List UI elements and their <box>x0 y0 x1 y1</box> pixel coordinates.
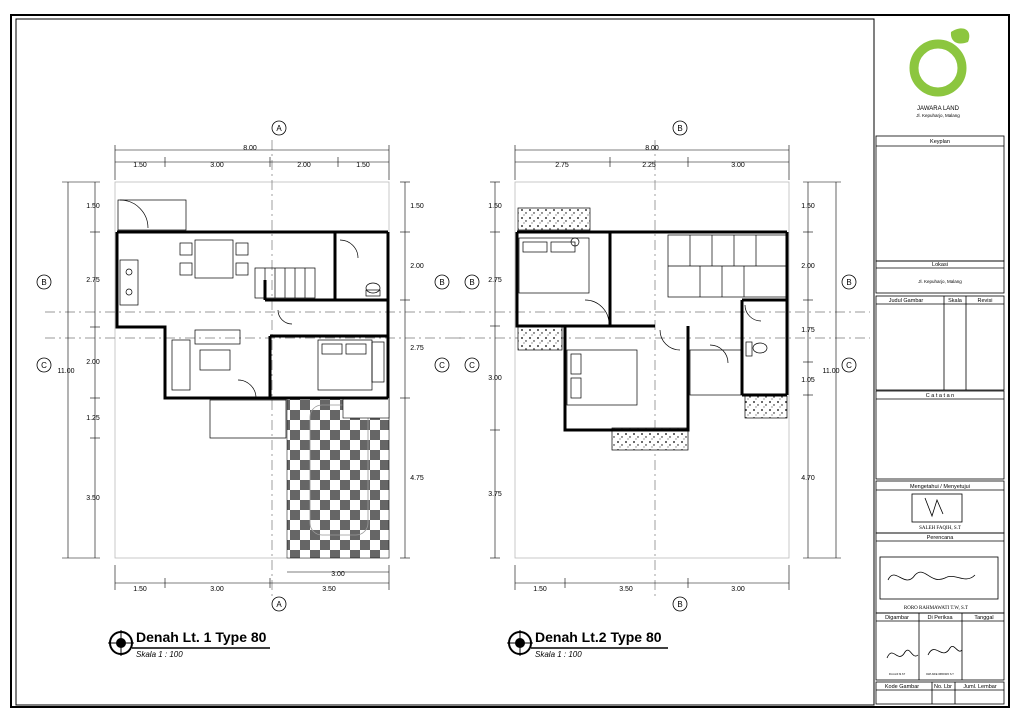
p1-dim-right-1: 1.50 <box>410 203 424 210</box>
planner-name: RORO RAHMAWATI T.W, S.T <box>904 606 968 611</box>
p2-dim-left-4: 3.75 <box>488 491 502 498</box>
lokasi-label: Lokasi <box>932 262 948 268</box>
plan-1-scale: Skala 1 : 100 <box>136 650 183 659</box>
checker-name: DWI ARIE WIBOWO S.T <box>926 673 954 676</box>
p2-section-c-left: C <box>469 361 475 370</box>
p2-dim-right-1: 1.50 <box>801 203 815 210</box>
company-address: Jl. Kepuharjo, Malang <box>916 113 960 118</box>
signatures <box>886 497 976 659</box>
p1-section-c-right: C <box>439 361 445 370</box>
revisi-label: Revisi <box>978 298 993 304</box>
company-logo <box>909 28 970 97</box>
p1-dim-carport: 3.00 <box>331 571 345 578</box>
p2-section-c-right: C <box>846 361 852 370</box>
plan-2-title: Denah Lt.2 Type 80 <box>535 629 662 645</box>
p2-dim-bottom-1: 1.50 <box>533 586 547 593</box>
catatan-label: C a t a t a n <box>926 393 954 399</box>
p2-dim-right-5: 4.70 <box>801 475 815 482</box>
p2-section-b-bottom: B <box>677 600 682 609</box>
p2-dim-right-2: 2.00 <box>801 263 815 270</box>
drawing-sheet-border <box>10 14 1010 708</box>
p1-dim-right-2: 2.00 <box>410 263 424 270</box>
title-symbols <box>108 630 668 656</box>
skala-label: Skala <box>948 298 963 304</box>
p1-dim-top-1: 1.50 <box>133 162 147 169</box>
mengetahui-label: Mengetahui / Menyetujui <box>910 484 970 490</box>
nolbr-label: No. Lbr <box>934 684 952 690</box>
approver-name: SALEH FAQIH, S.T <box>919 526 961 531</box>
p1-section-b-left: B <box>41 278 46 287</box>
plan-2-drawing <box>455 140 870 600</box>
p2-dim-top-2: 2.25 <box>642 162 656 169</box>
p1-dim-top-2: 3.00 <box>210 162 224 169</box>
p1-dim-left-5: 3.50 <box>86 495 100 502</box>
p1-dim-top-4: 1.50 <box>356 162 370 169</box>
drawer-name: FIA ALIF M.ST <box>889 673 906 676</box>
p2-dim-total-top: 8.00 <box>645 145 659 152</box>
p2-dim-right-4: 1.05 <box>801 377 815 384</box>
kode-label: Kode Gambar <box>885 684 919 690</box>
title-block: JAWARA LAND Jl. Kepuharjo, Malang <box>873 19 1005 705</box>
p1-dim-total-top: 8.00 <box>243 145 257 152</box>
p1-section-b-right: B <box>439 278 444 287</box>
p1-dim-right-4: 4.75 <box>410 475 424 482</box>
keyplan-label: Keyplan <box>930 139 950 145</box>
section-markers <box>36 120 857 612</box>
p1-dim-left-4: 1.25 <box>86 415 100 422</box>
plan-2-scale: Skala 1 : 100 <box>535 650 582 659</box>
lokasi-value: Jl. Kepuharjo, Malang <box>918 279 962 284</box>
p2-dim-total-side: 11.00 <box>823 368 840 375</box>
p2-section-b-top: B <box>677 124 682 133</box>
p2-dim-bottom-2: 3.50 <box>619 586 633 593</box>
plan-1-title: Denah Lt. 1 Type 80 <box>136 629 267 645</box>
company-name: JAWARA LAND <box>917 106 960 112</box>
p1-dim-total-side: 11.00 <box>58 368 75 375</box>
diperiksa-label: Di Periksa <box>927 615 953 621</box>
p1-dim-bottom-3: 3.50 <box>322 586 336 593</box>
p2-section-b-left: B <box>469 278 474 287</box>
p2-dim-left-3: 3.00 <box>488 375 502 382</box>
p2-dim-right-3: 1.75 <box>801 327 815 334</box>
p2-dim-top-3: 3.00 <box>731 162 745 169</box>
p2-dim-left-2: 2.75 <box>488 277 502 284</box>
p2-dim-top-1: 2.75 <box>555 162 569 169</box>
jumlah-label: Juml. Lembar <box>963 684 996 690</box>
p2-dim-bottom-3: 3.00 <box>731 586 745 593</box>
p1-section-c-left: C <box>41 361 47 370</box>
p1-dim-right-3: 2.75 <box>410 345 424 352</box>
p2-dim-left-1: 1.50 <box>488 203 502 210</box>
judul-label: Judul Gambar <box>889 298 924 304</box>
p1-dim-left-1: 1.50 <box>86 203 100 210</box>
p1-dim-left-2: 2.75 <box>86 277 100 284</box>
digambar-label: Digambar <box>885 615 909 621</box>
p2-section-b-right: B <box>846 278 851 287</box>
p1-dim-bottom-2: 3.00 <box>210 586 224 593</box>
p1-dim-left-3: 2.00 <box>86 359 100 366</box>
p1-section-a-bottom: A <box>276 600 282 609</box>
perencana-label: Perencana <box>927 535 955 541</box>
plan-1-drawing <box>45 140 465 600</box>
p1-section-a-top: A <box>276 124 282 133</box>
p1-dim-bottom-1: 1.50 <box>133 586 147 593</box>
p1-dim-top-3: 2.00 <box>297 162 311 169</box>
tanggal-label: Tanggal <box>974 615 993 621</box>
